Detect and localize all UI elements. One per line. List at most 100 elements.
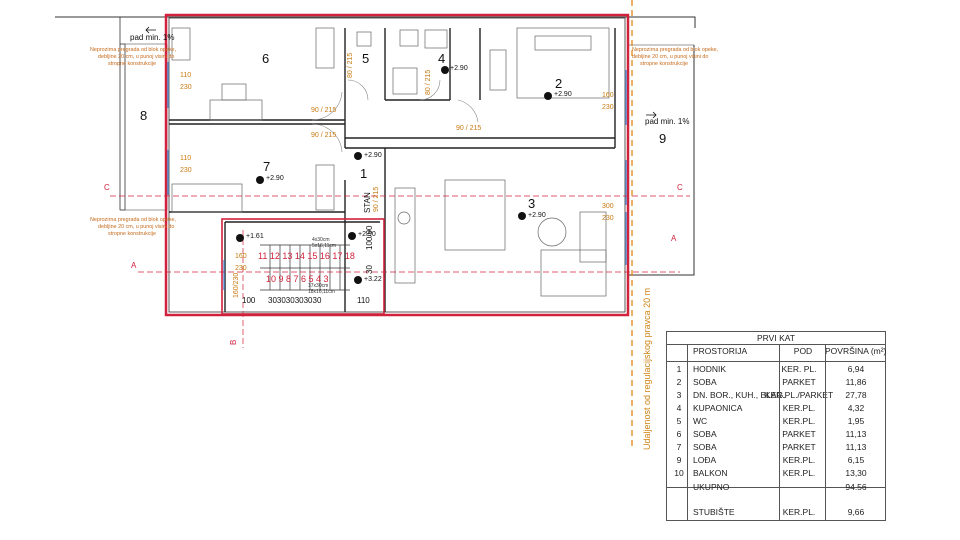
- table-stair-row: STUBIŠTE KER.PL. 9,66: [693, 507, 865, 517]
- slope-right: pad min. 1%: [645, 117, 689, 126]
- regulation-note: Udaljenost od regulacijskog pravca 20 m: [642, 288, 652, 450]
- svg-text:Neprozirna pregrada od blok op: Neprozirna pregrada od blok opeke,: [632, 47, 719, 53]
- table-row: 10 BALKON KER.PL. 13,30: [667, 466, 885, 480]
- table-cell-area: 13,30: [845, 468, 867, 478]
- dim-w5-width: 160: [235, 253, 247, 260]
- room-8: 8: [140, 108, 147, 123]
- stair-note-2: 5x16,11cm: [312, 243, 336, 249]
- exterior-wall: [164, 13, 630, 317]
- table-cell-floor: KER.PL.: [782, 468, 816, 478]
- header-room: PROSTORIJA: [693, 346, 748, 356]
- room-5: 5: [362, 51, 369, 66]
- section-a-right: A: [671, 234, 677, 243]
- table-cell-floor: PARKET: [782, 442, 816, 452]
- exterior-wall-inner: [168, 17, 626, 313]
- stair-dim-100-90: 100/90: [365, 225, 374, 250]
- table-cell-area: 4,32: [847, 403, 865, 413]
- table-cell-name: SOBA: [693, 429, 717, 439]
- room-4: 4: [438, 51, 445, 66]
- level-room7: +2.90: [266, 175, 284, 182]
- stair-note-1: 4x30cm: [312, 237, 330, 243]
- svg-text:debljine 20 cm, u punoj visini: debljine 20 cm, u punoj visini do: [98, 224, 174, 230]
- level-markers: [236, 66, 552, 284]
- table-title: PRVI KAT: [667, 332, 885, 345]
- table-header: PROSTORIJA POD POVRŠINA (m²): [667, 344, 887, 362]
- level-stair-low: +1.61: [246, 233, 264, 240]
- windows: [167, 62, 627, 290]
- dim-w3-width: 160: [602, 92, 614, 99]
- section-b: B: [229, 340, 238, 345]
- svg-text:debljine 20 cm, u punoj visini: debljine 20 cm, u punoj visini do: [98, 54, 174, 60]
- level-stair-top: +2.90: [358, 231, 376, 238]
- level-room1: +2.90: [364, 152, 382, 159]
- table-total-row: UKUPNO 94.56: [693, 482, 867, 492]
- dim-door-room6: 90 / 215: [311, 107, 336, 114]
- arrow-left-icon: [145, 26, 156, 34]
- table-cell-name: KUPAONICA: [693, 403, 743, 413]
- room-9: 9: [659, 131, 666, 146]
- header-area: POVRŠINA (m²): [825, 346, 887, 356]
- table-cell-area: 6,15: [847, 455, 865, 465]
- stair-left-dim: 100: [242, 296, 256, 305]
- dim-w4-height: 230: [602, 215, 614, 222]
- door-swings: [311, 79, 479, 153]
- room-2: 2: [555, 76, 562, 91]
- table-cell-no: 6: [676, 429, 682, 439]
- dim-w5-height: 230: [235, 265, 247, 272]
- roof-outline: [55, 16, 696, 28]
- room-area-table: PRVI KAT PROSTORIJA POD POVRŠINA (m²) 1 H…: [666, 331, 886, 521]
- svg-text:debljine 20 cm, u punoj visini: debljine 20 cm, u punoj visini do: [632, 54, 708, 60]
- table-cell-no: 3: [676, 390, 682, 400]
- level-room4: +2.90: [450, 65, 468, 72]
- table-cell-floor: PARKET: [782, 377, 816, 387]
- table-row: 9 LOĐA KER.PL. 6,15: [667, 453, 885, 467]
- level-room2: +2.90: [554, 91, 572, 98]
- table-cell-area: 1,95: [847, 416, 865, 426]
- terrace-9-area: [627, 44, 695, 276]
- table-cell-no: 9: [676, 455, 682, 465]
- dim-w2-width: 110: [180, 155, 191, 162]
- furniture: [171, 27, 610, 297]
- table-cell-no: 1: [676, 364, 682, 374]
- table-cell-name: SOBA: [693, 377, 717, 387]
- section-c-right: C: [677, 183, 683, 192]
- slope-left: pad min. 1%: [130, 33, 174, 42]
- table-cell-floor: KER.PL.: [782, 455, 816, 465]
- dim-w4-width: 300: [602, 203, 614, 210]
- svg-text:stropne konstrukcije: stropne konstrukcije: [108, 231, 156, 237]
- table-cell-area: 6,94: [847, 364, 865, 374]
- table-cell-area: 11,86: [845, 377, 867, 387]
- stair-window-dim: 160/230: [233, 273, 240, 298]
- terrace-8-area: [119, 43, 168, 211]
- section-a-left: A: [131, 261, 137, 270]
- room-6: 6: [262, 51, 269, 66]
- section-lines: [110, 195, 690, 348]
- partition-note-top-right: Neprozirna pregrada od blok opeke, deblj…: [632, 47, 719, 67]
- dim-door-entry: 90 / 215: [373, 187, 380, 212]
- table-cell-no: 10: [674, 468, 684, 478]
- table-cell-no: 5: [676, 416, 682, 426]
- stair-upper-row: 11 12 13 14 15 16 17 18: [258, 251, 355, 261]
- dim-door-wc: 80 / 215: [347, 53, 354, 78]
- dim-w3-height: 230: [602, 104, 614, 111]
- table-cell-no: 4: [676, 403, 682, 413]
- room-3: 3: [528, 196, 535, 211]
- table-cell-area: 11,13: [845, 442, 867, 452]
- table-cell-no: 7: [676, 442, 682, 452]
- dim-w2-height: 230: [180, 167, 192, 174]
- table-cell-name: WC: [693, 416, 708, 426]
- stair-treads-dim: 303030303030: [268, 296, 322, 305]
- table-cell-area: 27,78: [845, 390, 867, 400]
- svg-text:stropne konstrukcije: stropne konstrukcije: [640, 61, 688, 67]
- table-cell-name: HODNIK: [693, 364, 727, 374]
- partition-note-bottom-left: Neprozirna pregrada od blok opeke, deblj…: [90, 217, 177, 237]
- table-cell-name: LOĐA: [693, 455, 717, 465]
- room-7: 7: [263, 159, 270, 174]
- table-cell-name: BALKON: [693, 468, 728, 478]
